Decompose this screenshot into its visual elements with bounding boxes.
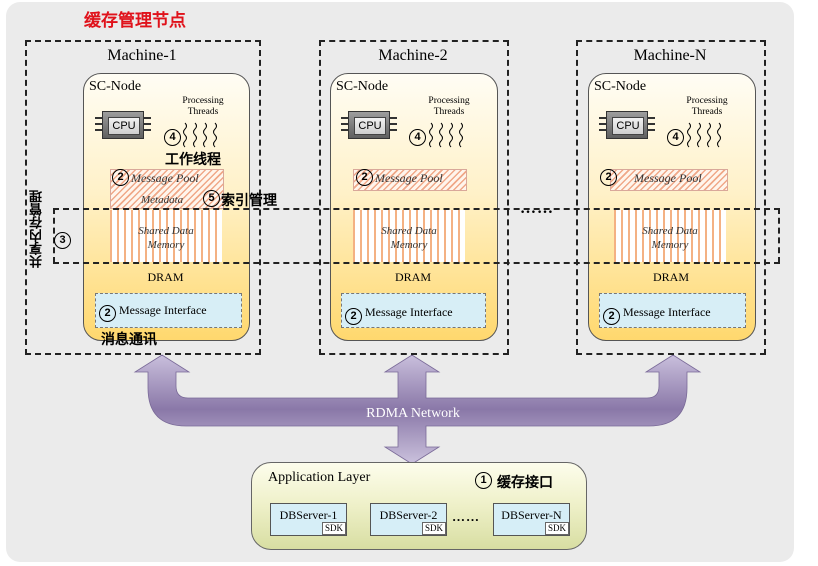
shared-data-memory-2 <box>353 210 465 262</box>
cpu-label: CPU <box>612 117 644 135</box>
shared-mem-mgmt-annotation: 共享内存管理 <box>30 190 45 268</box>
cpu-chip-icon: CPU <box>341 111 397 139</box>
machine-1-title: Machine-1 <box>107 47 177 64</box>
machine-2-box <box>319 40 509 355</box>
sdk-tag: SDK <box>544 522 569 535</box>
between-machines-ellipsis: …… <box>520 200 554 217</box>
rdma-network-label: RDMA Network <box>366 406 460 421</box>
cache-interface-annotation: 缓存接口 <box>497 475 553 491</box>
message-pool-label: Message Pool <box>634 171 702 185</box>
threads-line-2: Threads <box>433 107 465 117</box>
dbserver-name: DBServer-1 <box>279 508 338 522</box>
marker-1: 1 <box>475 472 492 489</box>
dbserver-1: DBServer-1 SDK <box>270 503 347 536</box>
cpu-chip-icon: CPU <box>95 111 151 139</box>
machine-n-box <box>576 40 766 355</box>
threads-line-1: Processing <box>428 96 470 106</box>
marker-4: 4 <box>164 129 181 146</box>
network-arrow-shape <box>133 354 702 465</box>
sc-node-label: SC-Node <box>594 79 647 94</box>
marker-2: 2 <box>112 169 129 186</box>
message-interface-n <box>599 293 746 328</box>
shared-line-2: Memory <box>390 239 428 251</box>
shared-memory-band-right <box>778 208 780 263</box>
marker-2: 2 <box>603 308 620 325</box>
application-layer-title: Application Layer <box>268 470 371 485</box>
message-interface-label: Message Interface <box>119 303 207 317</box>
sc-node-label: SC-Node <box>336 79 389 94</box>
dbserver-name: DBServer-2 <box>379 508 438 522</box>
threads-wave-icon <box>687 122 721 148</box>
cpu-label: CPU <box>108 117 140 135</box>
shared-memory-label: Shared Data Memory <box>110 224 222 252</box>
marker-2: 2 <box>345 308 362 325</box>
message-pool-area <box>353 169 467 191</box>
shared-line-1: Shared Data <box>138 225 194 237</box>
threads-line-1: Processing <box>182 96 224 106</box>
machine-2-title: Machine-2 <box>378 47 448 64</box>
message-interface-label: Message Interface <box>365 305 453 319</box>
diagram-title: 缓存管理节点 <box>84 11 186 30</box>
worker-threads-annotation: 工作线程 <box>165 152 221 168</box>
message-interface-1 <box>95 293 242 328</box>
shared-memory-band <box>53 208 780 264</box>
dbserver-2: DBServer-2 SDK <box>370 503 447 536</box>
cpu-chip-icon: CPU <box>599 111 655 139</box>
message-interface-label: Message Interface <box>623 305 711 319</box>
sdk-tag: SDK <box>321 522 346 535</box>
sdk-tag: SDK <box>421 522 446 535</box>
marker-2: 2 <box>600 169 617 186</box>
threads-line-2: Threads <box>691 107 723 117</box>
cpu-label: CPU <box>354 117 386 135</box>
shared-data-memory-1 <box>110 210 222 262</box>
shared-memory-label: Shared Data Memory <box>614 224 726 252</box>
dram-label: DRAM <box>652 270 689 284</box>
threads-wave-icon <box>429 122 463 148</box>
shared-data-memory-n <box>614 210 726 262</box>
machine-1-box <box>25 40 261 355</box>
shared-memory-label: Shared Data Memory <box>353 224 465 252</box>
dram-label: DRAM <box>394 270 431 284</box>
marker-3: 3 <box>54 232 71 249</box>
dbserver-n: DBServer-N SDK <box>493 503 570 536</box>
marker-4: 4 <box>667 129 684 146</box>
shared-line-2: Memory <box>651 239 689 251</box>
threads-line-1: Processing <box>686 96 728 106</box>
index-mgmt-annotation: 索引管理 <box>221 193 277 209</box>
msg-comm-annotation: 消息通讯 <box>101 332 157 348</box>
message-pool-label: Message Pool <box>375 171 443 185</box>
dbserver-ellipsis: …… <box>452 509 480 524</box>
processing-threads-label: Processing Threads <box>676 96 738 118</box>
shared-line-1: Shared Data <box>381 225 437 237</box>
threads-line-2: Threads <box>187 107 219 117</box>
metadata-label: Metadata <box>141 194 184 206</box>
dram-label: DRAM <box>147 270 184 284</box>
marker-2: 2 <box>99 305 116 322</box>
marker-5: 5 <box>203 190 220 207</box>
shared-line-2: Memory <box>147 239 185 251</box>
threads-wave-icon <box>183 122 217 148</box>
sc-node-label: SC-Node <box>89 79 142 94</box>
shared-line-1: Shared Data <box>642 225 698 237</box>
marker-2: 2 <box>356 169 373 186</box>
dbserver-name: DBServer-N <box>501 508 562 522</box>
message-pool-label: Message Pool <box>131 171 199 185</box>
machine-n-title: Machine-N <box>633 47 707 64</box>
processing-threads-label: Processing Threads <box>172 96 234 118</box>
processing-threads-label: Processing Threads <box>418 96 480 118</box>
message-interface-2 <box>341 293 486 328</box>
marker-4: 4 <box>409 129 426 146</box>
